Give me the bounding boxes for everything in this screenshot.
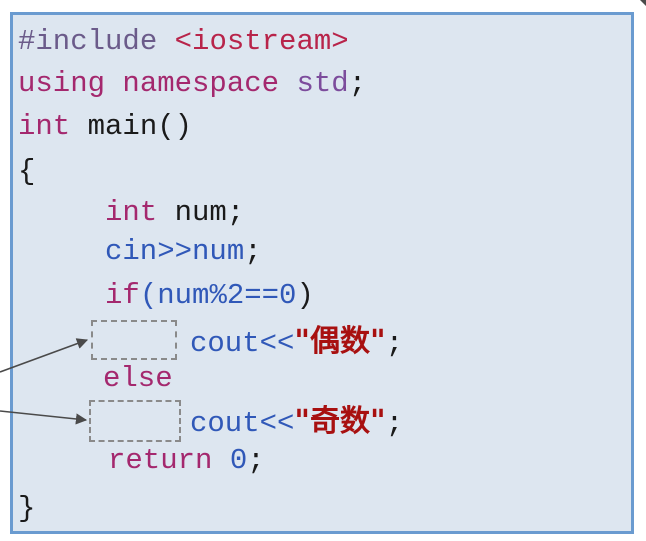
semicolon: ; [348, 67, 367, 100]
keyword-return: return [108, 444, 213, 477]
code-line-if: if(num%2==0) [105, 279, 314, 313]
condition-eq: ==0 [244, 279, 297, 312]
arrow-to-placeholder-2 [0, 410, 88, 425]
code-panel [10, 12, 634, 534]
include-header: <iostream> [174, 25, 349, 58]
condition-mod: %2 [209, 279, 245, 312]
code-line-return: return 0; [108, 444, 265, 478]
return-value: 0 [229, 444, 248, 477]
variable-decl: num; [174, 196, 245, 229]
brace-open: { [18, 155, 36, 188]
keyword-if: if [105, 279, 140, 312]
blank-placeholder-2[interactable] [89, 400, 181, 442]
condition-close: ) [296, 279, 314, 312]
code-line-cout-odd: cout<<"奇数"; [190, 405, 403, 441]
keyword-namespace: namespace [122, 67, 280, 100]
preprocessor-directive: #include [18, 25, 158, 58]
code-line-include: #include <iostream> [18, 25, 349, 59]
semicolon: ; [247, 444, 265, 477]
condition-open: (num [139, 279, 210, 312]
code-line-brace-open: { [18, 155, 35, 189]
arrow-to-placeholder-1 [0, 338, 89, 373]
code-line-main: int main() [18, 110, 192, 144]
keyword-int: int [18, 110, 71, 143]
string-odd: "奇数" [294, 404, 386, 439]
semicolon: ; [244, 235, 262, 268]
keyword-int: int [105, 196, 158, 229]
string-even: "偶数" [294, 324, 386, 359]
cin-statement: cin>>num [105, 235, 245, 268]
corner-marker [640, 0, 646, 6]
code-line-brace-close: } [18, 492, 35, 526]
cout-operator: cout<< [190, 407, 295, 440]
function-main: main() [87, 110, 193, 143]
brace-close: } [18, 492, 36, 525]
blank-placeholder-1[interactable] [91, 320, 177, 360]
code-line-decl: int num; [105, 196, 244, 230]
cout-operator: cout<< [190, 327, 295, 360]
keyword-else: else [103, 362, 173, 395]
code-line-using: using namespace std; [18, 67, 366, 101]
code-line-else: else [103, 362, 173, 396]
code-line-cin: cin>>num; [105, 235, 262, 269]
namespace-std: std [296, 67, 349, 100]
semicolon: ; [385, 407, 404, 440]
keyword-using: using [18, 67, 106, 100]
code-line-cout-even: cout<<"偶数"; [190, 325, 403, 361]
semicolon: ; [385, 327, 404, 360]
